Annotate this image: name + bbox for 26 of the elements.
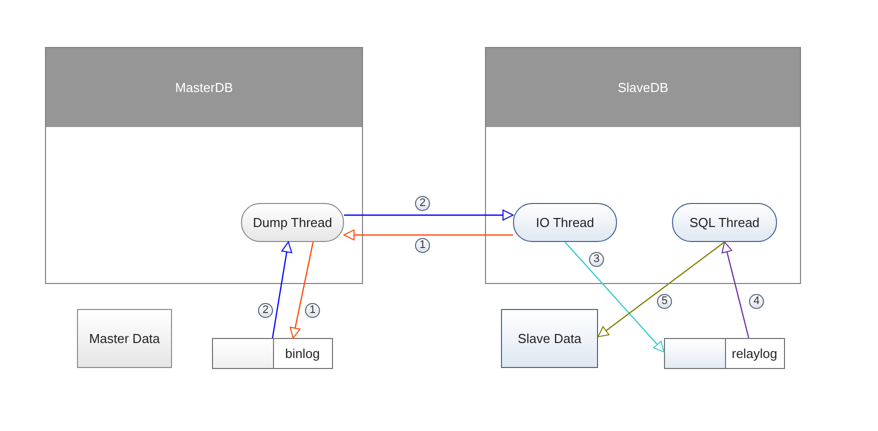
step-number: 2 <box>258 303 273 318</box>
database-panel <box>45 47 363 284</box>
log-label: relaylog <box>730 345 778 363</box>
arrow <box>290 242 314 338</box>
step-number: 1 <box>415 238 430 253</box>
arrow <box>722 242 750 338</box>
arrow <box>344 210 514 221</box>
log-label: binlog <box>284 345 321 363</box>
header-band: MasterDB <box>46 48 362 127</box>
process-pill: IO Thread <box>513 203 617 242</box>
database-panel <box>485 47 801 284</box>
arrow <box>564 242 664 352</box>
arrow <box>598 242 725 338</box>
arrow <box>344 229 513 240</box>
step-number: 1 <box>305 303 320 318</box>
arrow <box>272 242 292 338</box>
data-box: Slave Data <box>501 309 598 368</box>
log-box <box>664 338 785 369</box>
header-band: SlaveDB <box>486 48 800 127</box>
step-number: 5 <box>657 294 672 309</box>
process-pill: SQL Thread <box>672 203 777 242</box>
data-box: Master Data <box>77 309 172 368</box>
step-number: 4 <box>749 294 764 309</box>
log-box <box>212 338 333 369</box>
step-number: 2 <box>415 196 430 211</box>
process-pill: Dump Thread <box>241 203 344 242</box>
